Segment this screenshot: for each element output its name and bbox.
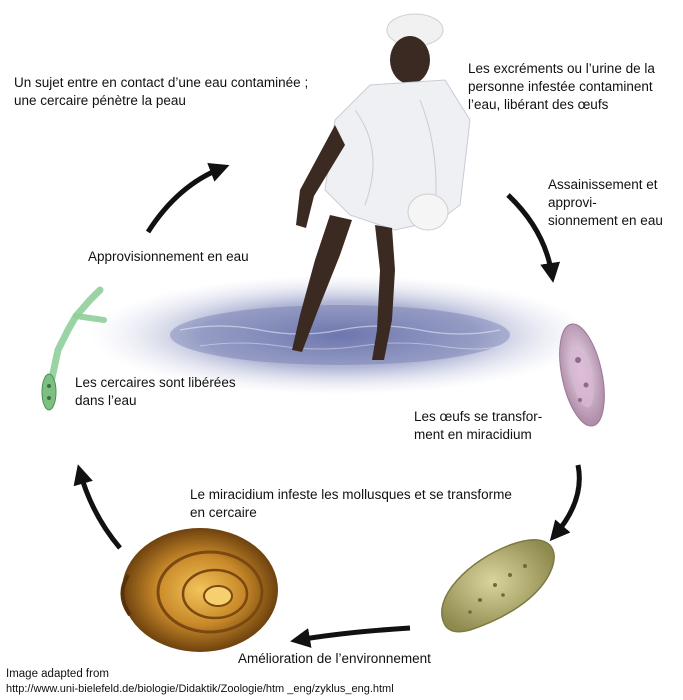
arrow-contact-to-person bbox=[148, 168, 222, 232]
label-contact: Un sujet entre en contact d’une eau cont… bbox=[14, 74, 319, 110]
snail-shell bbox=[122, 528, 278, 652]
arrow-egg-to-miracidium bbox=[555, 465, 579, 535]
miracidium-larva bbox=[442, 540, 554, 632]
label-water-supply: Approvisionnement en eau bbox=[88, 248, 308, 266]
label-sanitation: Assainissement et approvi-sionnement en … bbox=[548, 176, 666, 230]
arrow-person-to-egg bbox=[508, 195, 552, 275]
label-miracidium-infests: Le miracidium infeste les mollusques et … bbox=[190, 486, 515, 522]
arrow-snail-to-cercaria bbox=[80, 472, 120, 548]
label-excreta: Les excréments ou l’urine de la personne… bbox=[468, 60, 673, 114]
credit-line-1: Image adapted from bbox=[6, 667, 306, 681]
arrow-miracidium-to-snail bbox=[298, 628, 410, 640]
label-environment: Amélioration de l’environnement bbox=[238, 650, 498, 668]
credit-url: http://www.uni-bielefeld.de/biologie/Did… bbox=[6, 682, 676, 696]
label-cercariae-released: Les cercaires sont libérées dans l’eau bbox=[75, 374, 240, 410]
label-eggs-transform: Les œufs se transfor-ment en miracidium bbox=[414, 408, 564, 444]
